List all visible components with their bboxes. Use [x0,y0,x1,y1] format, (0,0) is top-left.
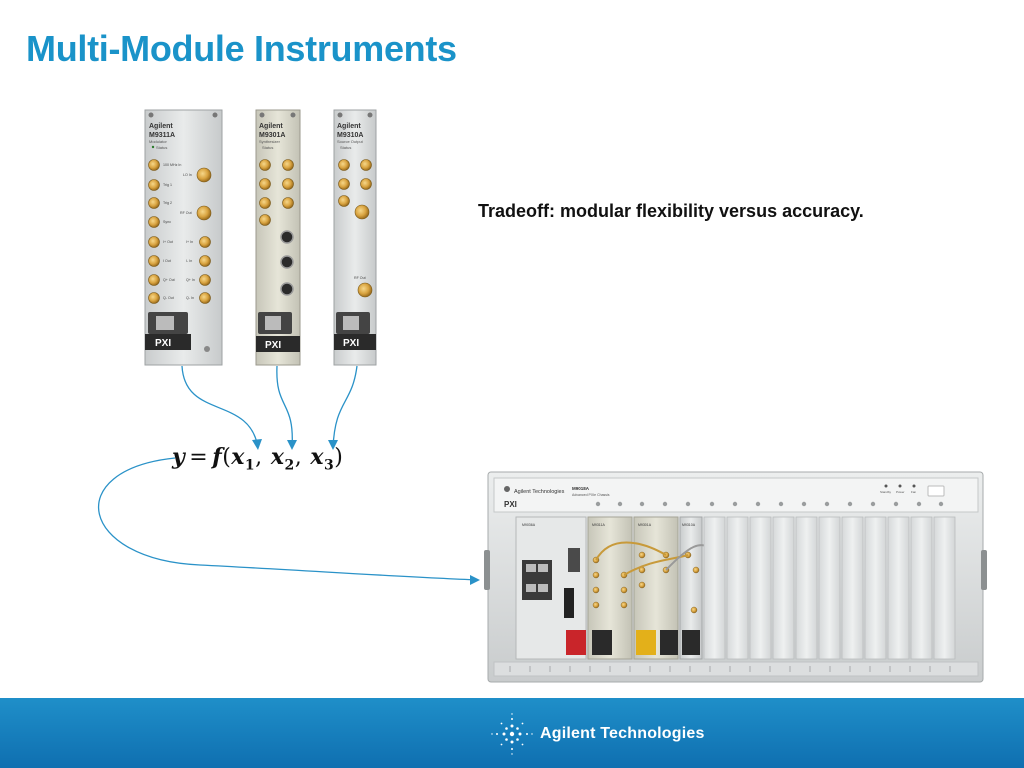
svg-text:M9036A: M9036A [522,523,536,527]
svg-text:I+ In: I+ In [186,240,193,244]
arrow-module1-to-x1 [181,365,259,449]
chassis-desc: Advanced PXIe Chassis [572,493,610,497]
connector-lines [98,365,479,581]
module3-brand: Agilent [337,123,361,130]
arrowheads [252,439,480,585]
arrow-module3-to-x3 [332,365,358,449]
chassis-screws [595,501,944,507]
module3-connectors [338,159,373,298]
module2-brand: Agilent [259,123,283,130]
chassis-model: M9018A [572,486,590,491]
module1-status: Status [156,145,167,150]
svg-text:100 MHz In: 100 MHz In [163,163,181,167]
module1-model: M9311A [149,132,175,139]
module2-desc: Synthesizer [259,139,281,144]
formula: y=f(x1, x2, x3) [172,444,344,474]
svg-text:I+ Out: I+ Out [163,240,173,244]
module1-right-connectors [196,167,212,304]
svg-text:Q+ Out: Q+ Out [163,278,175,282]
module-m9301a: Agilent M9301A Synthesizer Status PXI [255,109,301,366]
svg-text:M9311A: M9311A [592,523,605,527]
module3-desc: Source Output [337,139,364,144]
svg-text:RF Out: RF Out [354,276,366,280]
svg-text:Power: Power [896,490,905,494]
arrow-module2-to-x2 [276,365,293,449]
module-m9311a: Agilent M9311A Modulator Status 100 MHz … [144,109,223,366]
module1-desc: Modulator [149,139,167,144]
tradeoff-text: Tradeoff: modular flexibility versus acc… [478,201,864,221]
arrow-formula-to-chassis [98,457,479,581]
chassis-pxi-badge: PXI [504,500,517,509]
svg-text:Q- In: Q- In [186,296,194,300]
module1-left-connectors [148,159,160,304]
pxi-chassis: Agilent Technologies M9018A Advanced PXI… [484,471,987,683]
module3-model: M9310A [337,132,363,139]
chassis-brand: Agilent Technologies [514,489,565,495]
agilent-spark-icon [491,713,533,755]
svg-text:Fan: Fan [911,490,917,494]
module1-brand: Agilent [149,123,173,130]
module-m9310a: Agilent M9310A Source Output Status RF O… [333,109,377,366]
svg-text:LO In: LO In [183,173,192,177]
svg-text:M9310A: M9310A [682,523,696,527]
instrument-illustration: Agilent M9311A Modulator Status 100 MHz … [98,109,987,683]
module3-status: Status [340,145,351,150]
svg-text:RF Out: RF Out [180,211,192,215]
svg-text:Standby: Standby [880,490,892,494]
slide-title: Multi-Module Instruments [26,28,457,69]
svg-text:Sync: Sync [163,220,171,224]
footer-bar: Agilent Technologies [0,698,1024,768]
svg-text:Trig 1: Trig 1 [163,183,172,187]
svg-text:Q- Out: Q- Out [163,296,174,300]
svg-text:Trig 2: Trig 2 [163,201,172,205]
footer-brand: Agilent Technologies [540,725,705,742]
chassis-empty-slots [703,516,956,660]
module3-pxi-badge: PXI [343,338,359,349]
svg-text:Q+ In: Q+ In [186,278,195,282]
svg-text:M9301A: M9301A [638,523,652,527]
module2-status: Status [262,145,273,150]
module1-pxi-badge: PXI [155,338,171,349]
module2-pxi-badge: PXI [265,340,281,351]
agilent-logo: Agilent Technologies [490,712,705,756]
svg-text:I- In: I- In [186,259,192,263]
svg-text:I Out: I Out [163,259,171,263]
module2-model: M9301A [259,132,285,139]
module2-connectors [259,159,294,296]
